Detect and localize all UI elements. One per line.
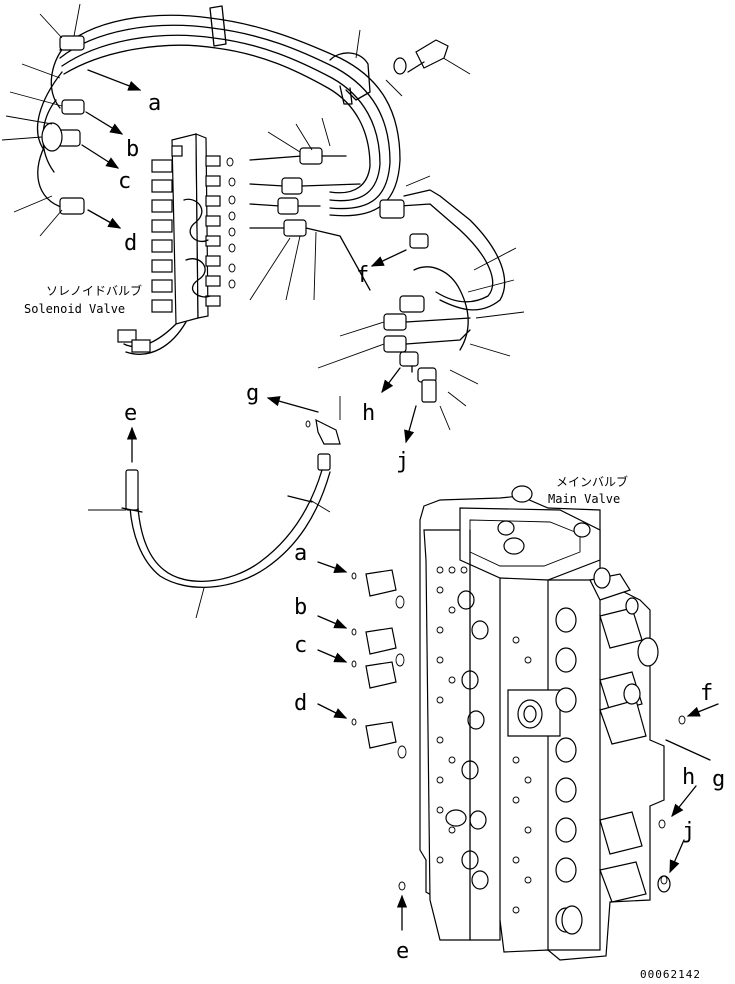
callout-b-top: b [126,137,139,162]
callout-a-mid: a [294,541,307,566]
callout-g-top: g [246,381,259,406]
callout-j-top: j [396,449,409,474]
bottom-arrow-e [396,881,408,931]
callout-c-top: c [118,169,131,194]
bolt-and-washer [393,39,449,75]
callout-e-bottom: e [396,939,409,964]
upper-hose-bundle [1,3,471,237]
callout-f-right: f [700,681,713,706]
main-valve-label-jp: メインバルブ [556,474,628,489]
callout-g-right: g [712,767,725,792]
callout-c-mid: c [294,633,307,658]
main-valve-holes [436,566,532,914]
solenoid-valve-block [117,133,236,355]
top-arrows-a-d [81,69,142,229]
callout-e-top: e [124,401,137,426]
drawing-number: 00062142 [640,968,701,981]
main-valve-bolts [457,590,489,890]
callout-j-right: j [682,819,695,844]
solenoid-hoses [249,117,371,301]
callout-d-mid: d [294,691,307,716]
top-arrows-f-j [266,249,417,444]
solenoid-valve-label-jp: ソレノイドバルブ [46,283,142,298]
callout-f-top: f [356,263,369,288]
mid-fittings-a-d [317,561,407,759]
solenoid-valve-label-en: Solenoid Valve [24,302,125,316]
main-valve-label-en: Main Valve [548,492,620,506]
right-arrows-f-j [658,703,719,885]
callout-h-right: h [682,765,695,790]
callout-b-mid: b [294,595,307,620]
main-valve-spool-caps [555,567,671,935]
callout-a-top: a [148,91,161,116]
center-hose-cluster [317,175,525,431]
callout-d-top: d [124,231,137,256]
main-valve-body [419,485,671,961]
callout-h-top: h [362,401,375,426]
long-hose-e [88,396,341,619]
